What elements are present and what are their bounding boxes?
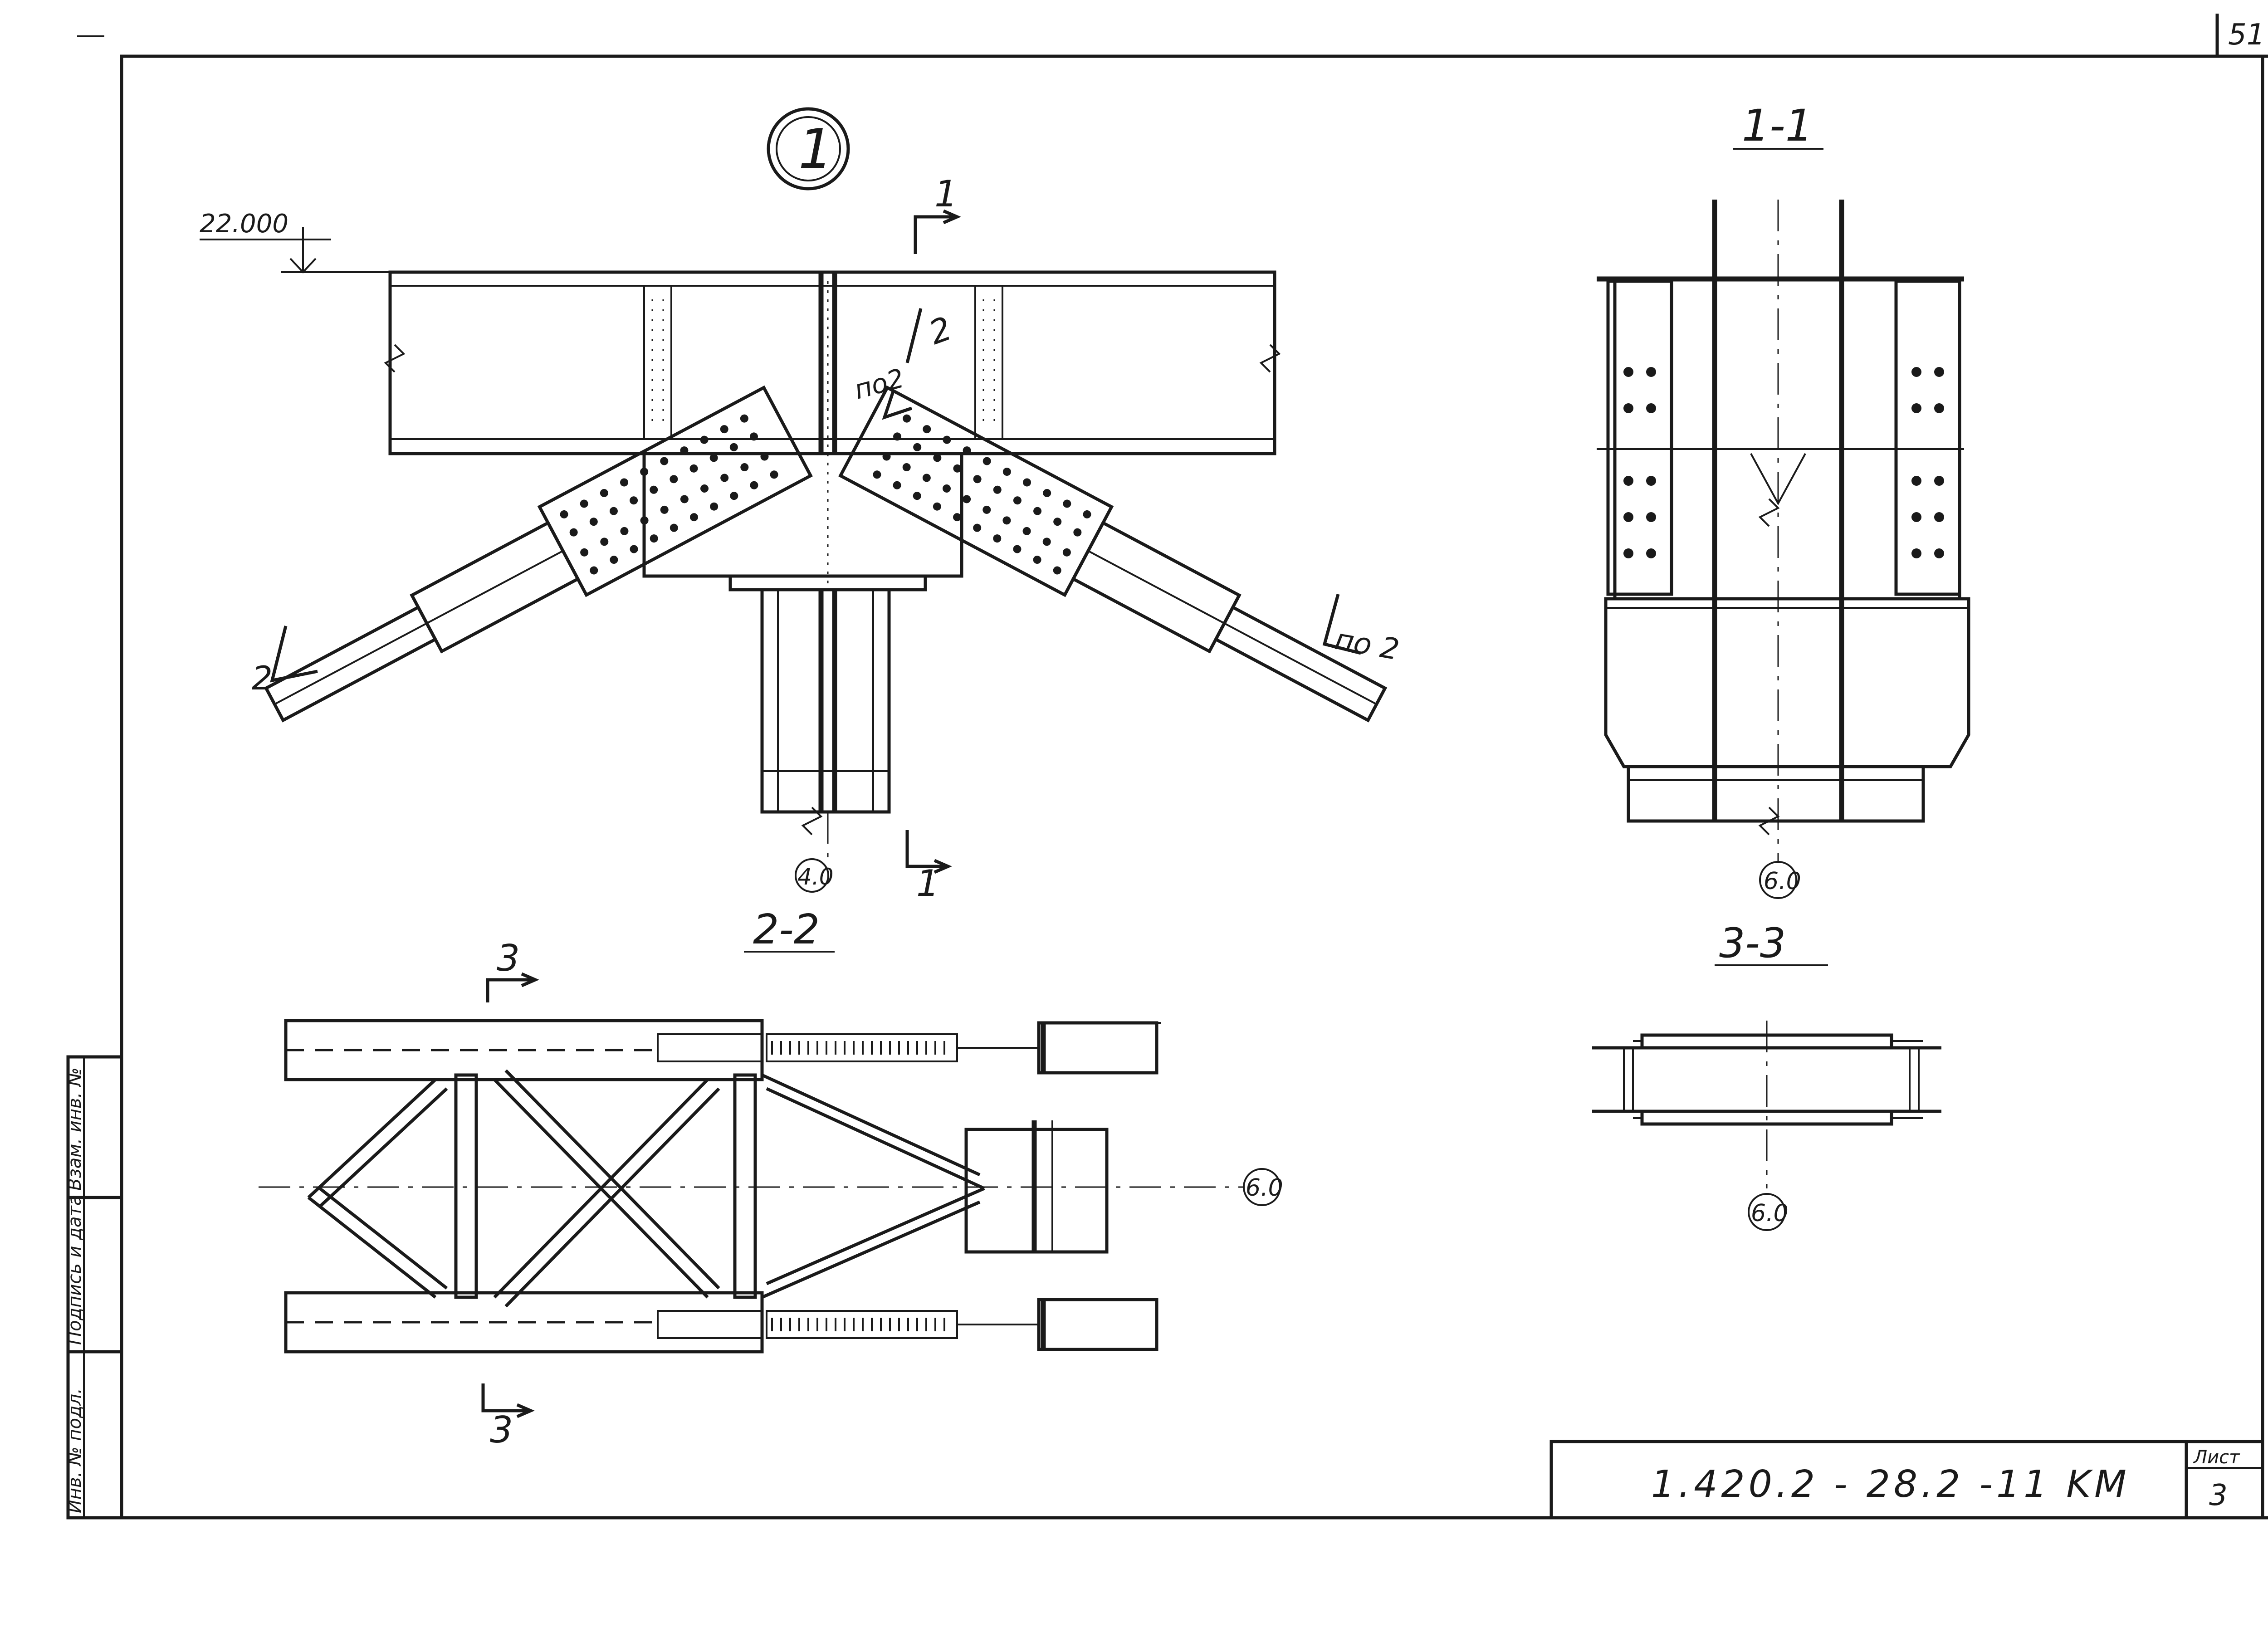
cut-3-top-label: 3 bbox=[497, 937, 520, 979]
title-2-2: 2-2 bbox=[753, 906, 820, 953]
sheet-frame bbox=[77, 14, 2268, 1520]
title-block bbox=[1549, 1440, 2264, 1520]
page-number: 51 bbox=[2228, 18, 2265, 52]
document-code: 1.420.2 - 28.2 -11 KM bbox=[1651, 1463, 2130, 1506]
cut-3-bottom-label: 3 bbox=[490, 1409, 513, 1451]
stamp-col-2: Подпись и дата bbox=[64, 1195, 85, 1345]
stamp-col-3: Взам. инв. № bbox=[64, 1067, 85, 1191]
stamp-col-1: Инв. № подл. bbox=[64, 1388, 85, 1513]
sheet-label: Лист bbox=[2193, 1447, 2240, 1468]
axis-mark-view-1: 4.0 bbox=[797, 864, 834, 890]
view-2-2 bbox=[259, 951, 1281, 1418]
view-3-3 bbox=[1592, 964, 1941, 1231]
cut-2-right-label: по 2 bbox=[1332, 623, 1402, 667]
view-1-1 bbox=[1597, 148, 1970, 899]
cut-1-bottom-label: 1 bbox=[916, 862, 939, 904]
view-1 bbox=[200, 107, 1388, 893]
title-3-3: 3-3 bbox=[1719, 919, 1786, 967]
elevation-label: 22.000 bbox=[200, 209, 288, 239]
cut-2-inner-num: 2 bbox=[924, 309, 957, 352]
left-stamp: Взам. инв. № Подпись и дата Инв. № подл. bbox=[64, 1055, 123, 1520]
axis-mark-3-3: 6.0 bbox=[1751, 1200, 1789, 1227]
cut-2-left-label: 2 bbox=[252, 659, 273, 697]
cut-1-top-label: 1 bbox=[934, 173, 958, 215]
sheet-number: 3 bbox=[2209, 1479, 2228, 1512]
detail-marker-1: 1 bbox=[798, 118, 833, 181]
axis-mark-2-2: 6.0 bbox=[1246, 1174, 1283, 1202]
axis-mark-1-1: 6.0 bbox=[1764, 868, 1801, 895]
cut-2-inner-label: по2 bbox=[851, 362, 907, 405]
title-1-1: 1-1 bbox=[1742, 100, 1813, 151]
